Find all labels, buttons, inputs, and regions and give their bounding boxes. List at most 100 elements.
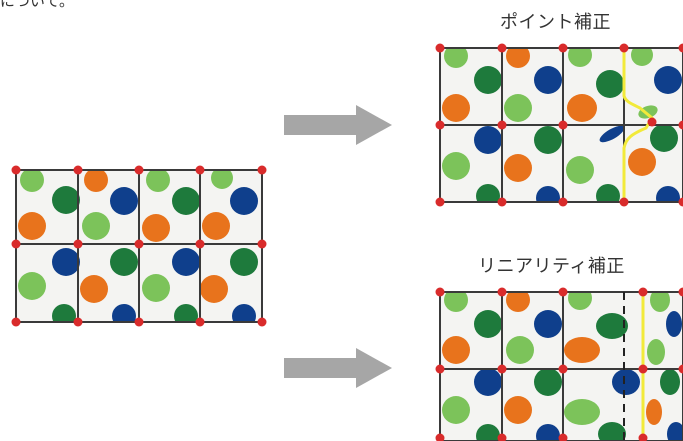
control-point [435,433,445,441]
pattern-dot [568,48,592,67]
pattern-dot [646,399,662,425]
pattern-dot [504,396,532,424]
pattern-dot [504,154,532,182]
pattern-dot [596,184,620,202]
linearity-correction-control-points [435,287,683,441]
pattern-dot [18,272,46,300]
pattern-dot [232,304,256,322]
control-point [11,165,21,175]
control-point [497,43,507,53]
pattern-dot [82,212,110,240]
pattern-dot [52,304,76,322]
pattern-dot [650,292,670,312]
control-point [134,317,144,327]
pattern-dot [172,187,200,215]
pattern-dot [534,66,562,94]
pattern-dot [650,124,678,152]
control-point [558,43,568,53]
pattern-dot [200,275,228,303]
pattern-dot [174,304,198,322]
pattern-dot [564,399,600,425]
control-point [195,165,205,175]
control-point [678,197,683,207]
pattern-dot [444,292,468,312]
control-point [558,197,568,207]
control-point [435,120,445,130]
pattern-dot [202,212,230,240]
control-point [435,197,445,207]
pattern-dot [52,186,80,214]
control-point [619,43,629,53]
pattern-dot [230,248,258,276]
control-point [497,364,507,374]
pattern-dot [506,48,530,68]
point-correction-title: ポイント補正 [500,12,611,33]
pattern-dot [599,125,625,143]
point-correction-dots [442,48,682,202]
control-point [73,317,83,327]
point-correction-panel [435,43,683,207]
control-point [195,317,205,327]
pattern-dot [566,156,594,184]
control-point [647,117,657,127]
control-point [497,433,507,441]
pattern-dot [52,248,80,276]
control-point [558,433,568,441]
pattern-dot [536,186,560,202]
pattern-dot [612,369,640,395]
pattern-dot [504,94,532,122]
pattern-dot [660,369,680,395]
pattern-dot [654,66,682,94]
control-point [497,287,507,297]
pattern-dot [211,170,233,189]
pattern-dot [534,368,562,396]
pattern-dot [476,184,500,202]
control-point [11,239,21,249]
pattern-dot [444,48,468,68]
pattern-dot [656,186,680,202]
pattern-dot [110,248,138,276]
pattern-dot [474,66,502,94]
pattern-dot [628,148,656,176]
control-point [558,364,568,374]
pattern-dot [110,187,138,215]
pattern-dot [474,368,502,396]
pattern-dot [474,310,502,338]
control-point [134,165,144,175]
right-arrow-icon [284,348,392,388]
pattern-dot [564,337,600,363]
pattern-dot [506,336,534,364]
pattern-dot [667,422,683,441]
linearity-correction-title: リニアリティ補正 [478,256,625,277]
control-point [678,43,683,53]
pattern-dot [442,396,470,424]
pattern-dot [142,214,170,242]
pattern-dot [596,313,628,339]
control-point [558,120,568,130]
control-point [435,287,445,297]
control-point [11,317,21,327]
pattern-dot [631,48,653,66]
control-point [73,239,83,249]
pattern-dot [20,170,44,192]
right-arrow-icon [284,105,392,145]
pattern-dot [474,126,502,154]
control-point [678,287,683,297]
control-point [619,197,629,207]
pattern-dot [567,94,597,122]
control-point [257,239,267,249]
control-point [558,287,568,297]
pattern-dot [142,274,170,302]
original-dots [18,170,258,322]
pattern-dot [442,94,470,122]
pattern-dot [647,339,665,365]
linearity-correction-dots [442,292,683,441]
control-point [638,287,648,297]
pattern-dot [534,310,562,338]
control-point [73,165,83,175]
pattern-dot [666,311,682,337]
pattern-dot [18,212,46,240]
control-point [435,364,445,374]
pattern-dot [442,336,470,364]
